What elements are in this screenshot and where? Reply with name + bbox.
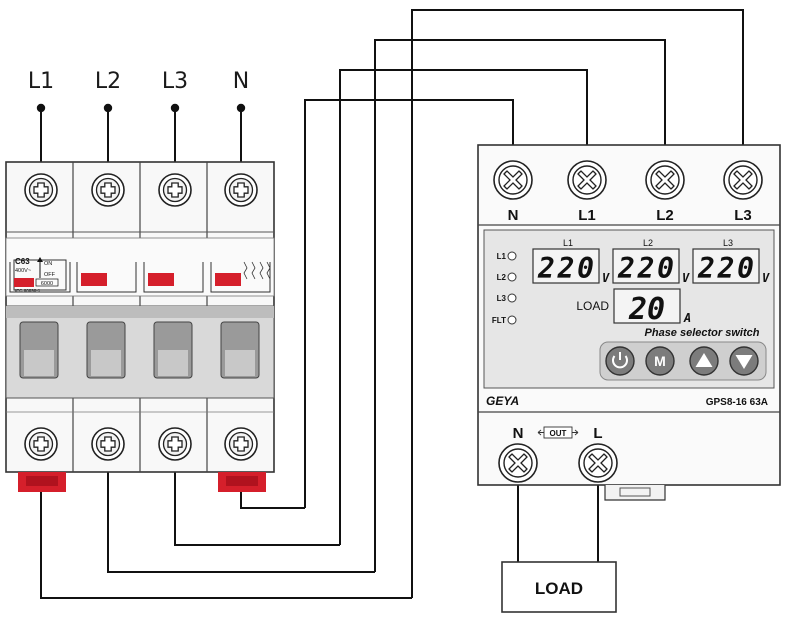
- status-indicators: L1 L2 L3 FLT: [492, 251, 517, 325]
- up-button[interactable]: [689, 346, 719, 376]
- indicator-led-flt: [507, 315, 517, 325]
- voltage-unit-l2: V: [682, 271, 690, 285]
- breaker-flag-2: [81, 273, 107, 286]
- load-box: LOAD: [501, 561, 617, 613]
- power-icon: [612, 352, 628, 369]
- breaker-flag-4: [215, 273, 241, 286]
- breaker-symbols: [243, 261, 271, 280]
- current-value: 20: [628, 292, 665, 327]
- wire-l3-top: [411, 9, 744, 598]
- input-label-n: N: [233, 69, 249, 94]
- breaker-capacity: 6000: [41, 281, 53, 287]
- model-number: GPS8-16 63A: [706, 397, 768, 408]
- indicator-label-l3: L3: [497, 294, 507, 303]
- breaker-top-screw-4: [224, 173, 258, 207]
- breaker-top-screw-1: [24, 173, 58, 207]
- indicator-led-l2: [507, 272, 517, 282]
- breaker-bottom-screw-2: [91, 427, 125, 461]
- down-arrow-icon: [735, 355, 753, 369]
- input-label-l2: L2: [95, 69, 121, 94]
- breaker-bottom-screw-4: [224, 427, 258, 461]
- breaker-rating: C63: [15, 257, 30, 266]
- breaker-on-label: ON: [44, 261, 52, 267]
- breaker-top-screw-3: [158, 173, 192, 207]
- display-label-l2: L2: [643, 238, 653, 248]
- wire-l1-top: [339, 69, 588, 545]
- input-label-l3: L3: [162, 69, 188, 94]
- indicator-label-flt: FLT: [492, 316, 506, 325]
- wire-n-top: [304, 99, 514, 508]
- out-terminal-label-l: L: [593, 425, 602, 442]
- indicator-led-l3: [507, 293, 517, 303]
- breaker-bottom-screw-3: [158, 427, 192, 461]
- current-display: LOAD 20 A Phase selector switch: [576, 288, 760, 339]
- voltage-value-l3: 220: [697, 252, 754, 285]
- device-screw-l1: [567, 160, 607, 200]
- up-arrow-icon: [695, 353, 713, 367]
- voltage-value-l2: 220: [617, 252, 674, 285]
- input-label-l1: L1: [28, 69, 54, 94]
- breaker-bottom-screw-1: [24, 427, 58, 461]
- wire-l3-bottom: [174, 470, 340, 546]
- breaker-standard: IEC 60898-1: [15, 288, 41, 293]
- mode-button[interactable]: M: [645, 346, 675, 376]
- terminal-label-l1: L1: [578, 207, 596, 224]
- current-unit: A: [683, 311, 691, 325]
- out-label-text: OUT: [550, 429, 567, 438]
- breaker-flag-1: [14, 278, 34, 287]
- device-screw-l2: [645, 160, 685, 200]
- device-subtitle: Phase selector switch: [645, 327, 760, 339]
- device-screw-l3: [723, 160, 763, 200]
- wire-l2-bottom: [107, 470, 375, 573]
- voltage-displays: L1 L2 L3 220 220 220 V V V: [532, 238, 770, 285]
- voltage-unit-l1: V: [602, 271, 610, 285]
- load-box-label: LOAD: [535, 579, 583, 598]
- voltage-unit-l3: V: [762, 271, 770, 285]
- out-terminal-label-n: N: [513, 425, 524, 442]
- indicator-label-l1: L1: [497, 252, 507, 261]
- brand-logo: GEYA: [486, 394, 519, 408]
- device-out-screw-n: [498, 443, 538, 483]
- power-button[interactable]: [605, 346, 635, 376]
- indicator-led-l1: [507, 251, 517, 261]
- terminal-label-l3: L3: [734, 207, 752, 224]
- circuit-breaker: C63 400V~ ON OFF 6000 IEC 60898-1: [5, 161, 275, 492]
- down-button[interactable]: [729, 346, 759, 376]
- breaker-voltage: 400V~: [15, 268, 31, 274]
- breaker-off-label: OFF: [44, 272, 56, 278]
- terminal-label-n: N: [508, 207, 519, 224]
- wire-l2-top: [374, 39, 666, 572]
- voltage-value-l1: 220: [537, 252, 594, 285]
- breaker-flag-3: [148, 273, 174, 286]
- device-screw-n: [493, 160, 533, 200]
- input-labels: L1 L2 L3 N: [28, 69, 249, 172]
- terminal-label-l2: L2: [656, 207, 674, 224]
- display-label-l3: L3: [723, 238, 733, 248]
- load-label: LOAD: [576, 299, 609, 313]
- out-label: OUT: [537, 426, 579, 439]
- phase-selector-device: N L1 L2 L3 L1 L2 L3 FLT L1 L2 L3 220 220: [477, 144, 781, 501]
- control-buttons: M: [599, 341, 767, 381]
- indicator-label-l2: L2: [497, 273, 507, 282]
- breaker-top-screw-2: [91, 173, 125, 207]
- device-out-screw-l: [578, 443, 618, 483]
- display-label-l1: L1: [563, 238, 573, 248]
- wires: [40, 9, 744, 599]
- mode-icon: M: [654, 353, 666, 369]
- wire-l1-bottom: [40, 470, 412, 599]
